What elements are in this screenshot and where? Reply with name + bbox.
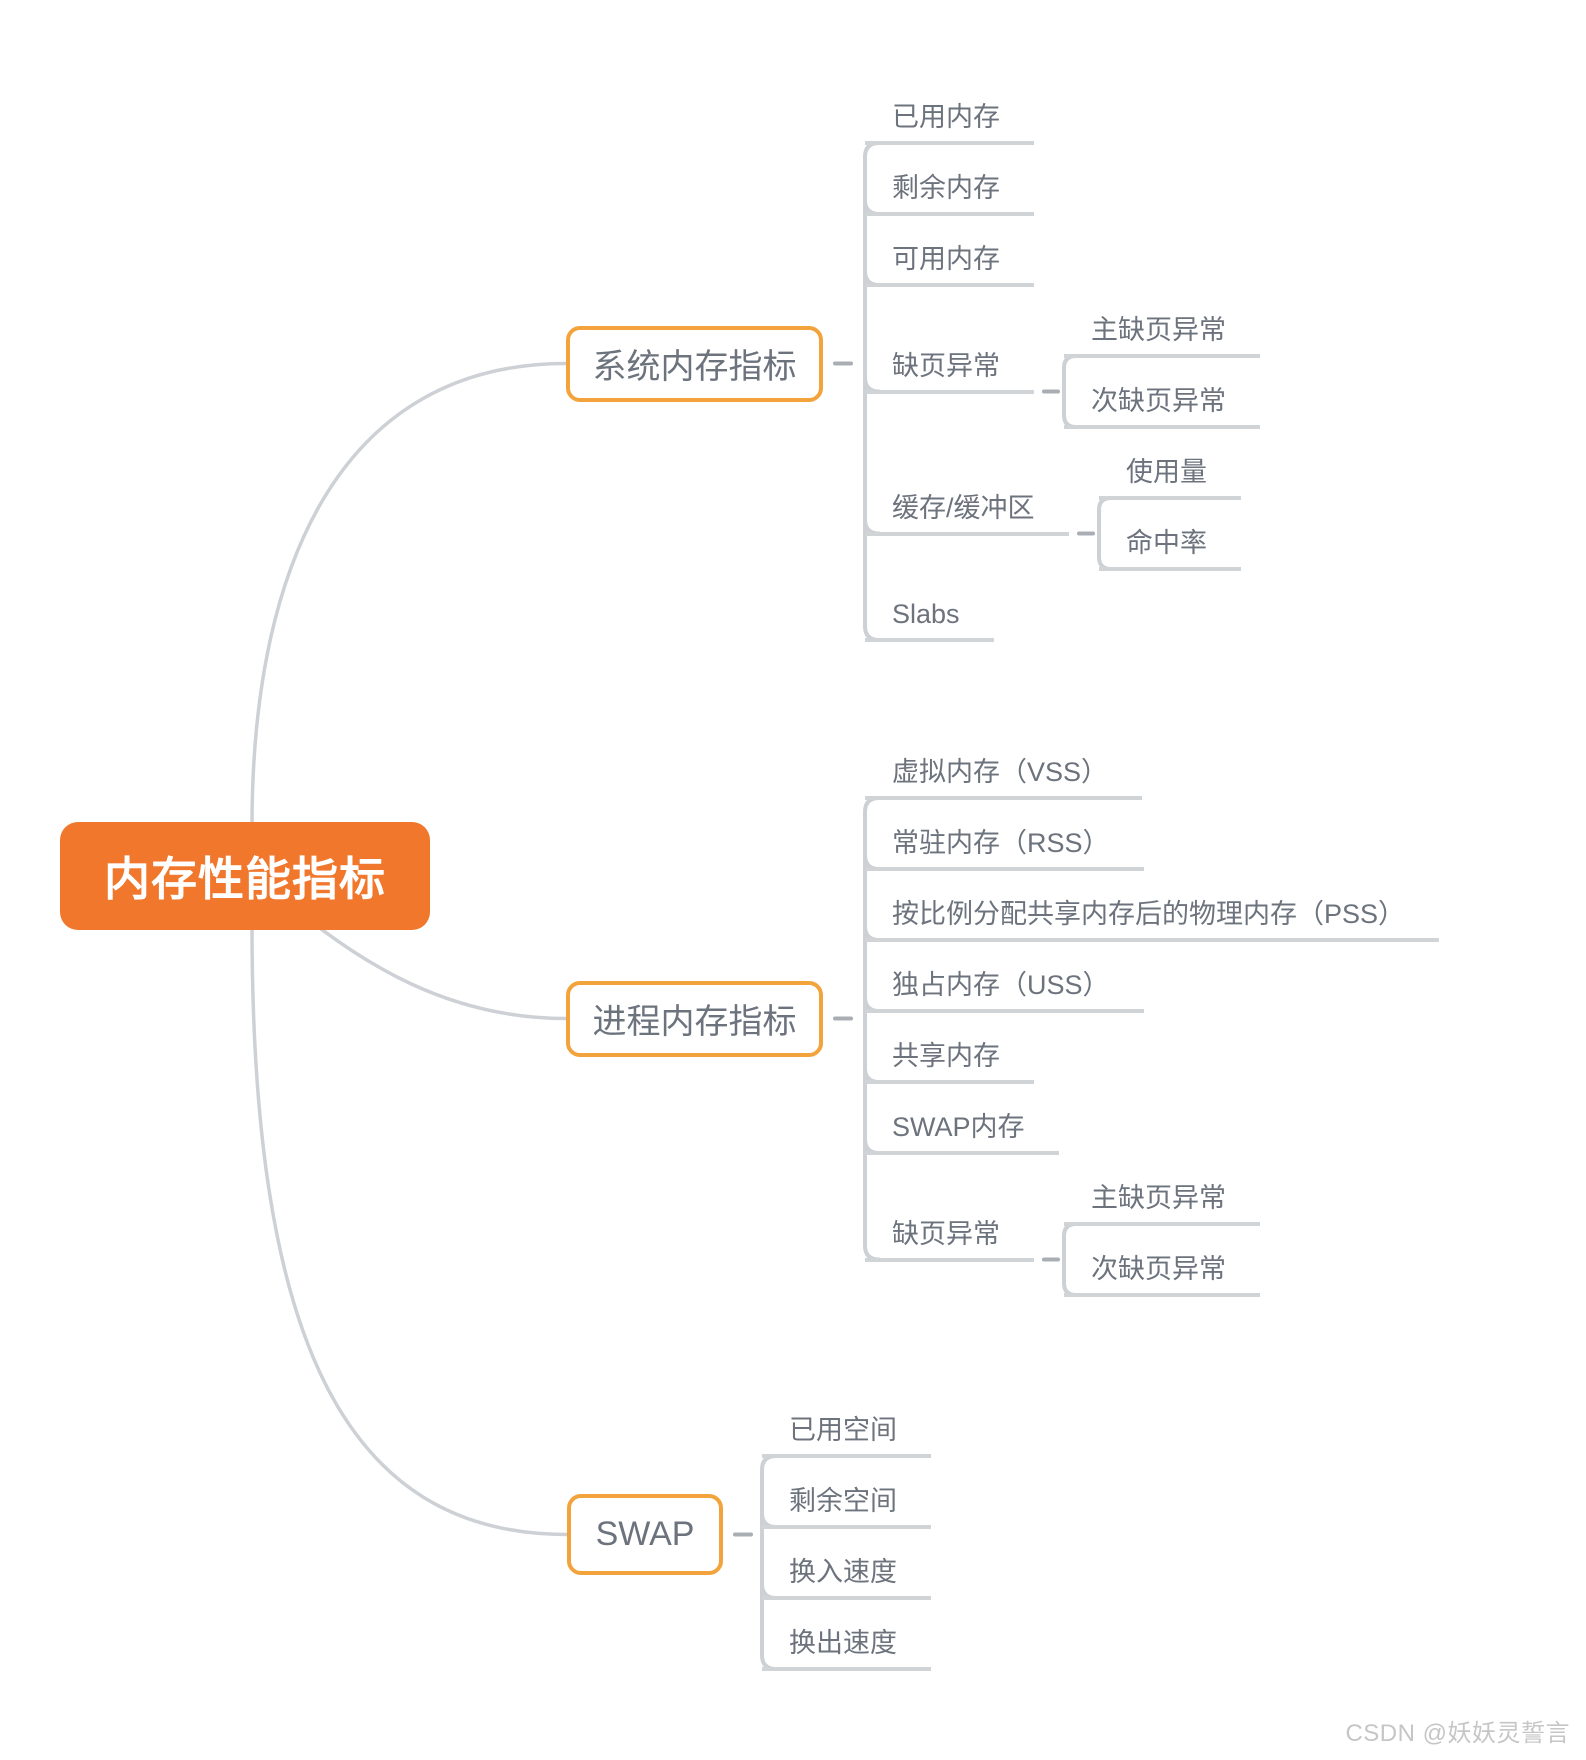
topic-subtopic[interactable]: 可用内存 [865,236,1034,287]
root-topic[interactable]: 内存性能指标 [60,822,430,930]
topic-subtopic[interactable]: 使用量 [1099,449,1241,500]
topic-subtopic[interactable]: 主缺页异常 [1064,307,1260,358]
topic-subtopic[interactable]: 共享内存 [865,1033,1034,1084]
main-topic[interactable]: 系统内存指标 [566,325,823,402]
topic-subtopic[interactable]: 已用内存 [865,94,1034,145]
topic-subtopic[interactable]: 已用空间 [762,1407,931,1458]
topic-subtopic[interactable]: 剩余内存 [865,165,1034,216]
topic-subtopic[interactable]: 缺页异常 [865,1211,1034,1262]
topic-subtopic[interactable]: 缺页异常 [865,343,1034,394]
topic-subtopic[interactable]: Slabs [865,591,994,642]
topic-subtopic[interactable]: 命中率 [1099,520,1241,571]
csdn-watermark: CSDN @妖妖灵誓言 [1345,1720,1570,1747]
topic-subtopic[interactable]: 换出速度 [762,1620,931,1671]
topic-subtopic[interactable]: 缓存/缓冲区 [865,485,1069,536]
topic-subtopic[interactable]: 常驻内存（RSS） [865,820,1144,871]
topic-subtopic[interactable]: 按比例分配共享内存后的物理内存（PSS） [865,891,1440,942]
topic-subtopic[interactable]: 次缺页异常 [1064,1246,1260,1297]
topic-subtopic[interactable]: 主缺页异常 [1064,1175,1260,1226]
topic-subtopic[interactable]: 虚拟内存（VSS） [865,749,1143,800]
topic-subtopic[interactable]: 次缺页异常 [1064,378,1260,429]
topic-subtopic[interactable]: 剩余空间 [762,1478,931,1529]
topic-subtopic[interactable]: SWAP内存 [865,1104,1059,1155]
topic-subtopic[interactable]: 换入速度 [762,1549,931,1600]
connector-line [250,924,569,1537]
main-topic[interactable]: 进程内存指标 [566,980,823,1057]
topic-subtopic[interactable]: 独占内存（USS） [865,962,1144,1013]
connector-line [250,361,568,828]
main-topic[interactable]: SWAP [567,1494,723,1575]
